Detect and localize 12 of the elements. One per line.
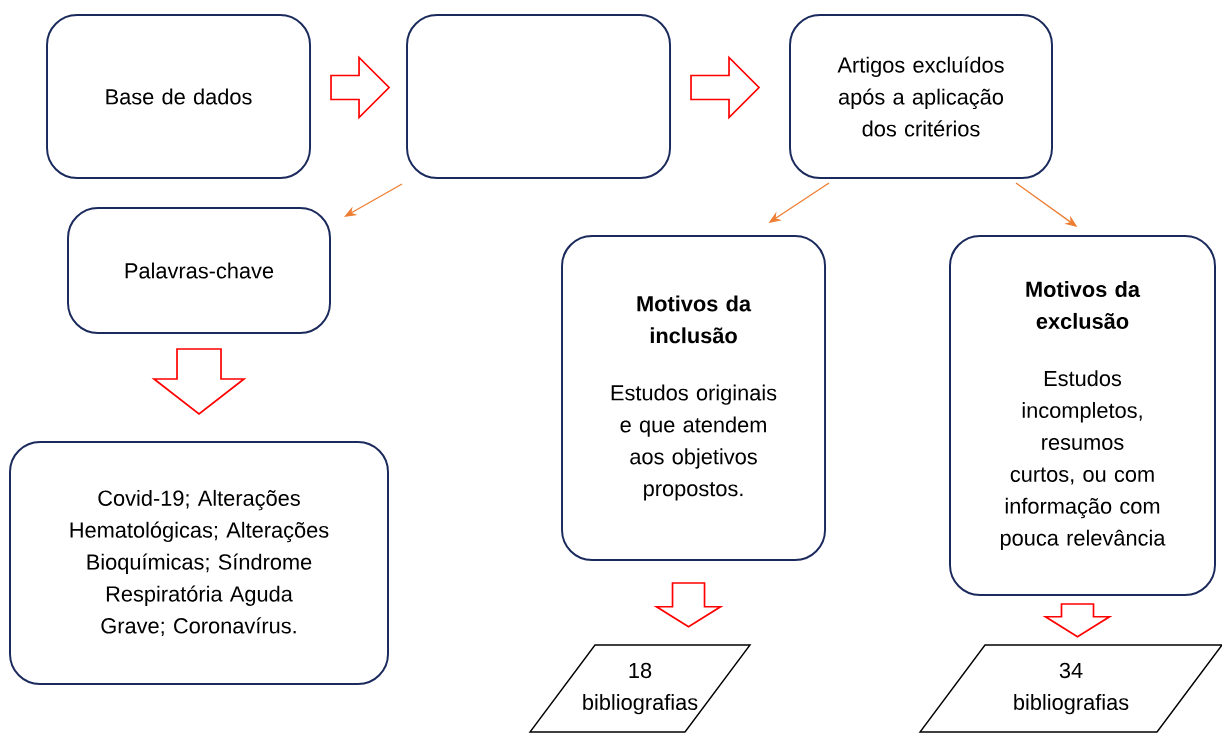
block-arrow — [1042, 603, 1113, 638]
process-box — [406, 14, 671, 179]
process-box: Covid-19; Alterações Hematológicas; Alterações Bioquímicas; Síndrome Respiratória Aguda Grave; Coronavírus. — [9, 441, 389, 685]
block-arrow — [151, 348, 247, 416]
process-box: Artigos excluídos após a aplicação dos critérios — [789, 14, 1053, 179]
process-box: Motivos da inclusão Estudos originais e que atendem aos objetivos propostos. — [561, 235, 826, 561]
process-box: Motivos da exclusão Estudos incompletos, resumos curtos, ou com informação com pouca relevância — [949, 235, 1216, 596]
process-box: Palavras-chave — [67, 207, 331, 334]
process-box: Base de dados — [46, 14, 311, 179]
block-arrow — [330, 55, 391, 120]
block-arrow — [653, 582, 724, 628]
block-arrow — [690, 55, 761, 120]
